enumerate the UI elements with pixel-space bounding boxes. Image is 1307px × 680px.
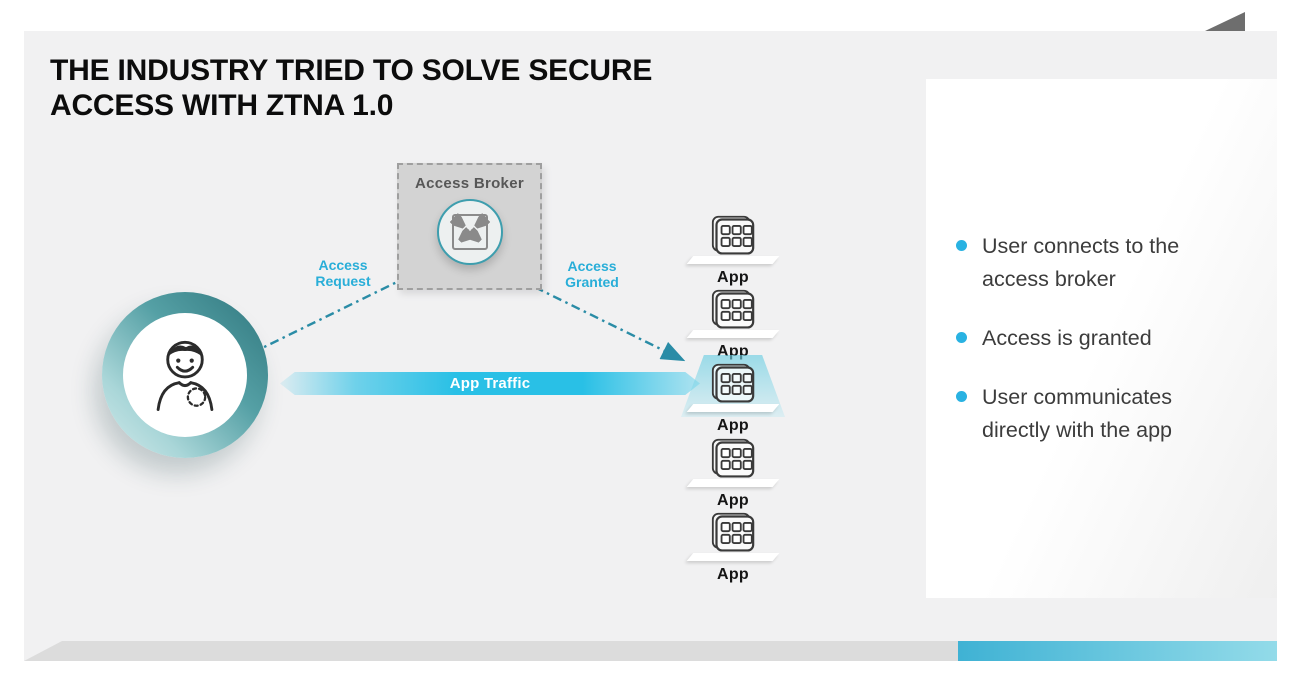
app-node-3-highlighted: App	[681, 355, 785, 435]
app-grid-icon	[711, 215, 755, 255]
bullet-dot-icon	[956, 391, 967, 402]
app-node-5: App	[683, 511, 783, 584]
bottom-accent-bar	[958, 641, 1277, 661]
bullet-dot-icon	[956, 240, 967, 251]
app-grid-icon	[711, 512, 755, 552]
bullet-text: User connects to the access broker	[982, 234, 1180, 291]
app-label: App	[716, 492, 749, 509]
app-node-1: App	[683, 214, 783, 287]
access-broker-label: Access Broker	[415, 175, 524, 192]
user-avatar	[123, 313, 247, 437]
app-label: App	[716, 566, 749, 583]
list-item: User communicates directly with the app	[956, 381, 1251, 447]
bullet-dot-icon	[956, 332, 967, 343]
bullet-text: User communicates directly with the app	[982, 385, 1173, 442]
app-platform	[686, 330, 780, 338]
summary-card: User connects to the access broker Acces…	[926, 79, 1277, 598]
app-label: App	[716, 417, 749, 434]
user-avatar-ring	[102, 292, 268, 458]
page-title-line2: ACCESS WITH ZTNA 1.0	[50, 89, 394, 122]
page-title-line1: THE INDUSTRY TRIED TO SOLVE SECURE	[50, 54, 653, 87]
bullet-text: Access is granted	[982, 326, 1152, 350]
app-traffic-label: App Traffic	[449, 375, 531, 392]
list-item: User connects to the access broker	[956, 230, 1251, 296]
app-grid-icon	[711, 289, 755, 329]
app-grid-icon	[711, 363, 755, 403]
app-platform	[686, 479, 780, 487]
list-item: Access is granted	[956, 322, 1251, 355]
bottom-gray-band	[24, 641, 958, 661]
page-title: THE INDUSTRY TRIED TO SOLVE SECURE ACCES…	[50, 53, 652, 123]
app-platform	[686, 404, 780, 412]
crossover-switch-icon	[448, 210, 492, 250]
access-broker-box: Access Broker	[397, 163, 542, 290]
access-request-label: Access Request	[315, 257, 371, 289]
app-traffic-bar: App Traffic	[280, 372, 700, 395]
access-granted-label: Access Granted	[565, 258, 619, 290]
app-node-2: App	[683, 288, 783, 361]
app-grid-icon	[711, 438, 755, 478]
corner-fold-icon	[1205, 12, 1245, 31]
slide-canvas: THE INDUSTRY TRIED TO SOLVE SECURE ACCES…	[24, 31, 1277, 661]
app-node-4: App	[683, 437, 783, 510]
user-person-icon	[156, 340, 214, 411]
app-label: App	[716, 269, 749, 286]
access-broker-node	[436, 199, 503, 265]
app-platform	[686, 256, 780, 264]
app-platform	[686, 553, 780, 561]
